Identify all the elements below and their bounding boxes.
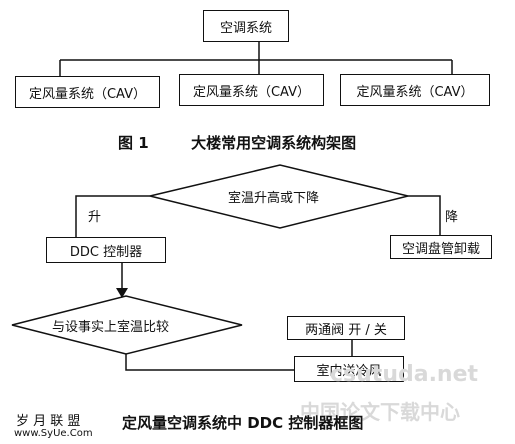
figure1-caption-number: 图 1 [118, 134, 149, 152]
figure1-caption-text: 大楼常用空调系统构架图 [191, 134, 357, 152]
watermark-site-en: csutuda.net [330, 362, 479, 387]
watermark-brand-cn: 岁 月 联 盟 [16, 414, 81, 429]
coil-unload-box: 空调盘管卸载 [390, 235, 492, 259]
compare-decision-label: 与设事实上室温比较 [52, 320, 170, 335]
cav-system-label: 定风量系统（CAV） [356, 84, 474, 100]
cav-system-box-1: 定风量系统（CAV） [15, 76, 160, 108]
decision-diamond-compare [11, 295, 243, 355]
supply-cold-air-label: 室内送冷风 [316, 363, 382, 379]
supply-cold-air-box: 室内送冷风 [294, 356, 404, 382]
cav-system-label: 定风量系统（CAV） [192, 84, 311, 100]
coil-unload-label: 空调盘管卸载 [401, 241, 480, 257]
branch-fall-label: 降 [445, 210, 459, 225]
figure1-caption: 图 1 大楼常用空调系统构架图 [118, 132, 356, 153]
watermark-site-cn: 中国论文下载中心 [300, 400, 460, 424]
flow-arrowhead [116, 288, 128, 298]
cav-system-label: 定风量系统（CAV） [28, 86, 147, 102]
two-way-valve-label: 两通阀 开 / 关 [305, 322, 387, 338]
branch-rise-label: 升 [88, 210, 102, 225]
two-way-valve-box: 两通阀 开 / 关 [287, 316, 405, 340]
air-conditioning-system-label: 空调系统 [219, 20, 272, 36]
air-conditioning-system-box: 空调系统 [203, 10, 289, 42]
decision-top-label: 室温升高或下降 [228, 191, 320, 206]
cav-system-box-3: 定风量系统（CAV） [340, 74, 490, 106]
ddc-controller-box: DDC 控制器 [46, 237, 166, 263]
watermark-brand-url: www.SyUe.Com [14, 428, 93, 439]
figure2-caption: 定风量空调系统中 DDC 控制器框图 [122, 414, 364, 432]
cav-system-box-2: 定风量系统（CAV） [179, 74, 324, 106]
ddc-controller-label: DDC 控制器 [69, 244, 143, 260]
